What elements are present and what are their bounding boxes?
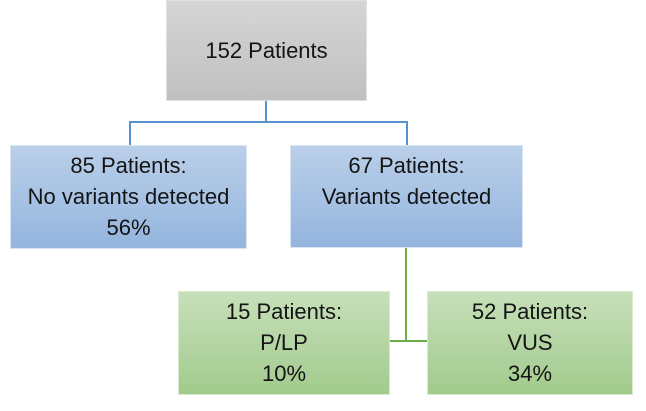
node-variants-detected: 67 Patients: Variants detected xyxy=(290,145,523,248)
node-variants-count: 67 Patients: xyxy=(348,153,465,178)
node-variants-label: Variants detected xyxy=(321,184,492,209)
node-no-variants-detected: 85 Patients: No variants detected 56% xyxy=(10,145,247,249)
connector-split-horizontal xyxy=(129,121,408,123)
connector-variants-stem xyxy=(405,248,407,342)
node-vus: 52 Patients: VUS 34% xyxy=(427,291,633,395)
node-no-variants-label: No variants detected xyxy=(27,184,230,209)
connector-green-horizontal xyxy=(390,340,427,342)
node-vus-label: VUS xyxy=(507,330,553,355)
connector-root-stem xyxy=(265,101,267,122)
node-no-variants-count: 85 Patients: xyxy=(70,153,187,178)
node-plp: 15 Patients: P/LP 10% xyxy=(178,291,390,395)
node-plp-percent: 10% xyxy=(261,361,307,386)
node-vus-percent: 34% xyxy=(507,361,553,386)
node-plp-count: 15 Patients: xyxy=(225,299,343,324)
connector-left-drop xyxy=(129,121,131,145)
node-total-patients-label: 152 Patients xyxy=(205,38,328,63)
node-vus-count: 52 Patients: xyxy=(471,299,589,324)
connector-right-drop xyxy=(406,121,408,145)
node-plp-label: P/LP xyxy=(260,330,308,355)
node-no-variants-percent: 56% xyxy=(106,215,151,240)
node-total-patients: 152 Patients xyxy=(166,0,367,101)
